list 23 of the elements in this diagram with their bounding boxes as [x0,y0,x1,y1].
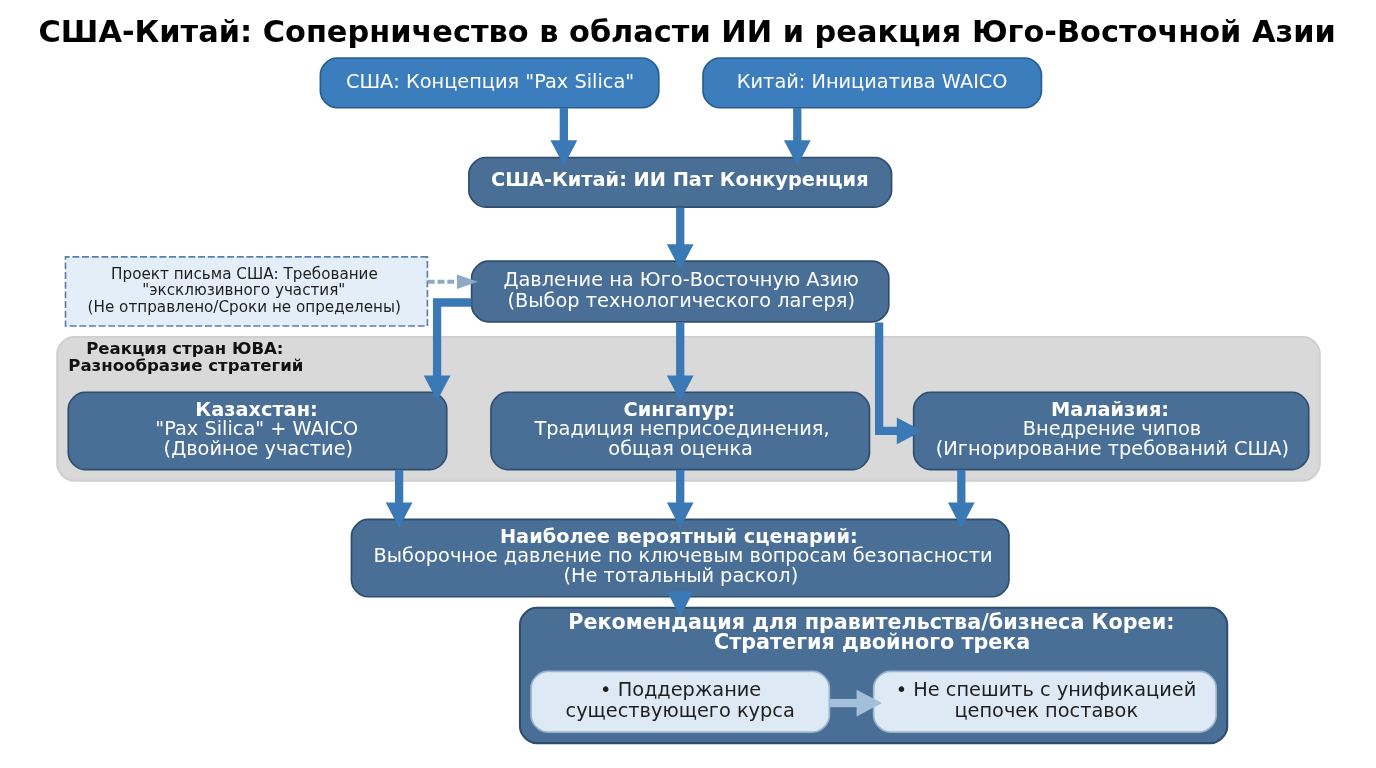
node-box: США-Китай: ИИ Пат Конкуренция [467,156,892,208]
arrow [666,469,694,528]
arrow [423,298,471,401]
node-box: Давление на Юго-Восточную Азию (Выбор технологического лагеря) [470,260,890,323]
arrow [666,322,694,402]
arrow [666,207,694,270]
arrow [427,274,478,290]
node-box: Казахстан: "Pax Silica" + WAICO (Двойное участие) [66,391,448,471]
arrow [783,107,811,166]
node-box: • Не спешить с унификацией цепочек поставок [872,670,1217,733]
node-box: США: Концепция "Pax Silica" [319,57,660,109]
arrow [549,107,577,166]
arrow [874,322,922,445]
node-box: • Поддержание существующего курса [529,670,830,733]
arrow [947,469,975,528]
node-box: Проект письма США: Требование "эксклюзивного участия" (Не отправлено/Сроки не определены) [64,256,428,327]
node-box: Сингапур: Традиция неприсоединения, общая оценка [489,391,870,471]
arrow [829,689,882,717]
arrow [385,469,412,528]
node-box: Китай: Инициатива WAICO [701,57,1042,109]
arrow [666,591,694,617]
node-box: Малайзия: Внедрение чипов (Игнорирование требований США) [912,391,1310,471]
diagram-title: США-Китай: Соперничество в области ИИ и реакция Юго-Восточной Азии [38,14,1336,50]
